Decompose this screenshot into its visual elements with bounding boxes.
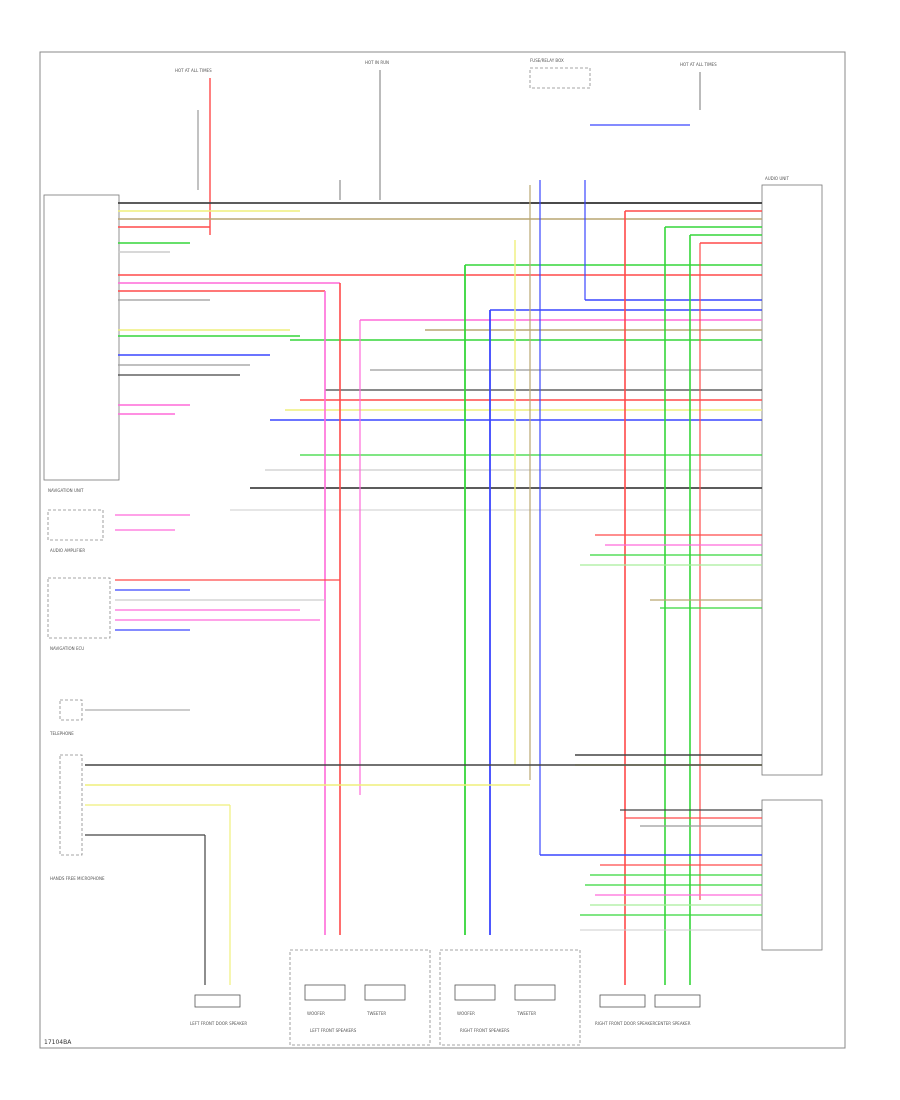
fuse-panel-label: FUSE/RELAY BOX [530, 58, 564, 63]
telephone-label: TELEPHONE [49, 731, 74, 736]
diagram-reference-id: 17104BA [44, 1039, 72, 1046]
right-front-door-speaker-label: RIGHT FRONT DOOR SPEAKER [595, 1021, 656, 1026]
right-front-door-speaker: RIGHT FRONT DOOR SPEAKER [595, 994, 656, 1026]
center-speaker: CENTER SPEAKER [654, 994, 701, 1026]
hands-free-label: HANDS FREE MICROPHONE [50, 876, 105, 881]
lower-connector-block [761, 799, 823, 951]
right-front-speakers-label: RIGHT FRONT SPEAKERS [460, 1028, 510, 1033]
diagram-frame [39, 51, 846, 1049]
right-front-speakers: WOOFER TWEETER RIGHT FRONT SPEAKERS [439, 949, 581, 1046]
left-woofer-label: WOOFER [307, 1011, 325, 1016]
navigation-ecu-label: NAVIGATION ECU [50, 646, 84, 651]
right-tweeter-label: TWEETER [516, 1011, 536, 1016]
left-front-speakers-label: LEFT FRONT SPEAKERS [310, 1028, 357, 1033]
left-front-door-speaker: LEFT FRONT DOOR SPEAKER [190, 994, 247, 1026]
right-woofer-label: WOOFER [457, 1011, 475, 1016]
audio-amplifier-label: AUDIO AMPLIFIER [50, 548, 85, 553]
wire-harness [85, 180, 762, 985]
hot-at-all-times-right-label: HOT AT ALL TIMES [680, 62, 717, 67]
audio-unit-label: AUDIO UNIT [765, 176, 789, 181]
power-source-right: FUSE/RELAY BOX HOT AT ALL TIMES [529, 58, 717, 126]
telephone-block: TELEPHONE HANDS FREE MICROPHONE [49, 699, 105, 881]
left-front-door-speaker-label: LEFT FRONT DOOR SPEAKER [190, 1021, 247, 1026]
navigation-ecu-block: NAVIGATION ECU [47, 577, 111, 651]
power-source-middle: HOT IN RUN [339, 60, 389, 200]
left-tweeter-label: TWEETER [366, 1011, 386, 1016]
hot-in-run-label: HOT IN RUN [365, 60, 389, 65]
left-front-speakers: WOOFER TWEETER LEFT FRONT SPEAKERS [289, 949, 431, 1046]
audio-unit-block: AUDIO UNIT [761, 176, 823, 776]
power-source-left: HOT AT ALL TIMES [175, 68, 212, 235]
navigation-unit-block: NAVIGATION UNIT [43, 194, 120, 493]
audio-amplifier-block: AUDIO AMPLIFIER [47, 509, 104, 553]
center-speaker-label: CENTER SPEAKER [655, 1021, 691, 1026]
hot-at-all-times-left-label: HOT AT ALL TIMES [175, 68, 212, 73]
navigation-unit-label: NAVIGATION UNIT [48, 488, 84, 493]
